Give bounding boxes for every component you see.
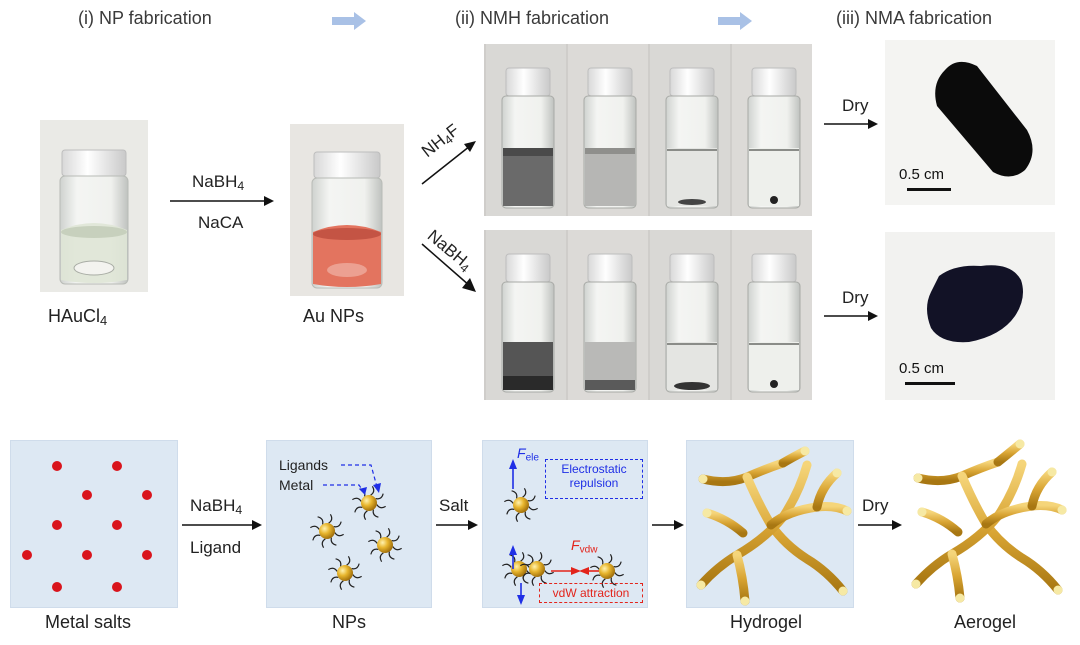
nanoparticle: [368, 528, 402, 562]
nanoparticle: [352, 486, 386, 520]
nanoparticle-pair-right: [520, 552, 554, 586]
scale-bar-a: [907, 188, 951, 191]
gel-network-dry: [911, 439, 1067, 603]
photo-haucl4-vial: [40, 120, 148, 292]
nanoparticle-attracted: [590, 554, 624, 588]
scale-label-a: 0.5 cm: [899, 166, 945, 183]
photo-nmh-series-a: [484, 44, 812, 216]
arrow-route-a: [421, 141, 476, 185]
label-metal-salts: Metal salts: [45, 612, 132, 632]
nanoparticle-repelled: [504, 488, 538, 522]
panel-aerogel: [902, 430, 1074, 606]
photo-nma-a: 0.5 cm: [885, 40, 1055, 205]
label-f-ele: Fele: [517, 445, 540, 464]
label-au-nps: Au NPs: [303, 306, 365, 326]
label-step3-dry: Dry: [862, 496, 889, 515]
stage-title-nmh: (ii) NMH fabrication: [455, 8, 610, 28]
stage-arrow-2: [718, 12, 752, 30]
photo-au-nps-vial: [290, 124, 404, 296]
stage-arrow-1: [332, 12, 366, 30]
photo-nmh-series-b: [484, 230, 812, 400]
label-step1-ligand: Ligand: [190, 538, 242, 557]
panel-metal-salts: [10, 440, 178, 608]
label-nps: NPs: [332, 612, 367, 632]
label-dry-b: Dry: [842, 288, 869, 307]
box-vdw: vdW attraction: [539, 583, 643, 603]
stage-title-np: (i) NP fabrication: [78, 8, 212, 28]
arrow-step2: [436, 520, 478, 530]
label-dry-a: Dry: [842, 96, 869, 115]
arrow-reduction: [170, 196, 274, 206]
panel-hydrogel: [686, 440, 854, 608]
label-aerogel: Aerogel: [954, 612, 1017, 632]
photo-nma-b: 0.5 cm: [885, 232, 1055, 400]
label-naca: NaCA: [198, 213, 244, 232]
arrow-step3: [858, 520, 902, 530]
box-electrostatic: Electrostatic repulsion: [545, 459, 643, 499]
arrow-dry-a: [824, 119, 878, 129]
arrow-dry-b: [824, 311, 878, 321]
panel-forces: Fele Electrostatic repulsion Fvdw vdW at…: [482, 440, 648, 608]
label-haucl4: HAuCl4: [48, 306, 108, 329]
label-step2-salt: Salt: [439, 496, 469, 515]
stage-title-nma: (iii) NMA fabrication: [836, 8, 993, 28]
arrow-step-gel: [652, 520, 684, 530]
label-ligands: Ligands: [279, 457, 329, 473]
gel-network-wet: [696, 446, 852, 606]
arrow-route-b: [421, 243, 476, 292]
label-nabh4-top: NaBH4: [192, 172, 245, 194]
leader-lines: [323, 464, 381, 495]
arrow-step1: [182, 520, 262, 530]
np-cluster: [310, 486, 402, 590]
label-step1-nabh4: NaBH4: [190, 496, 243, 518]
nanoparticle: [310, 514, 344, 548]
label-f-vdw: Fvdw: [571, 537, 598, 556]
panel-nps: Ligands Metal: [266, 440, 432, 608]
scale-bar-b: [905, 382, 955, 385]
nanoparticle: [328, 556, 362, 590]
scale-label-b: 0.5 cm: [899, 360, 945, 377]
label-metal: Metal: [279, 477, 314, 493]
label-hydrogel: Hydrogel: [730, 612, 803, 632]
